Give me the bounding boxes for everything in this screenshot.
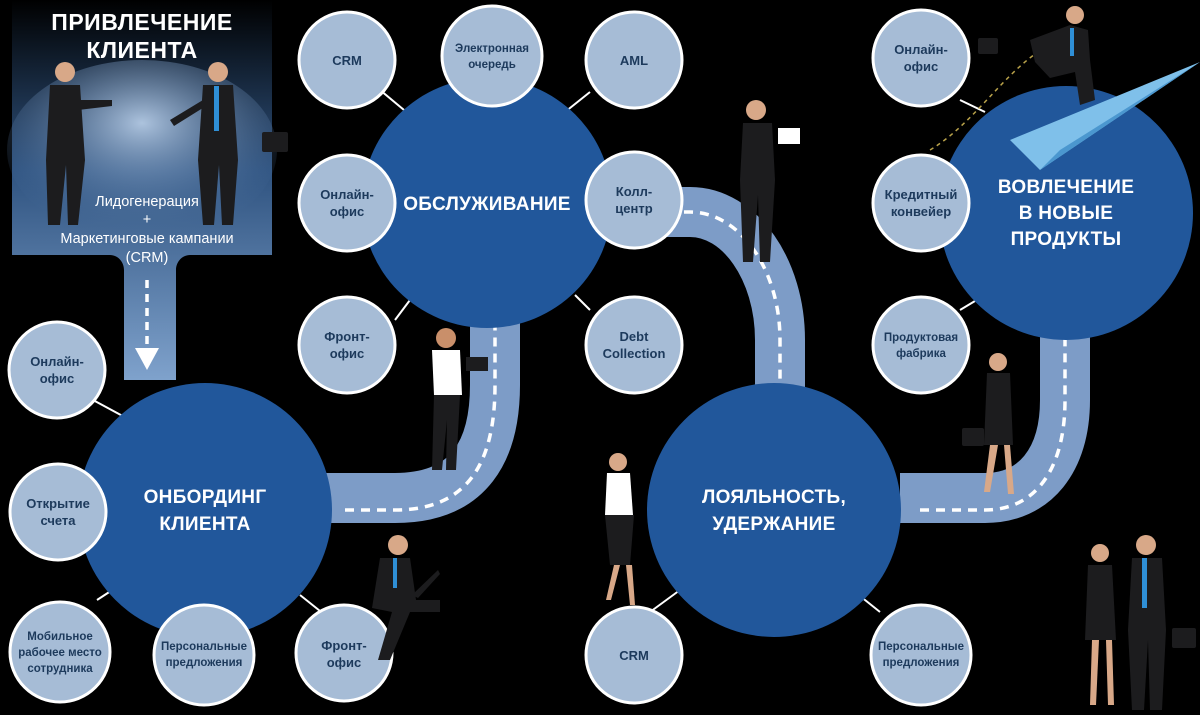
briefcase-icon [1172, 628, 1196, 648]
node-label: офис [327, 655, 362, 670]
node-label: Онлайн- [320, 187, 374, 202]
node-label: предложения [166, 657, 243, 669]
service-label-line1: ОБСЛУЖИВАНИЕ [403, 194, 571, 215]
node-engagement-credit-pipeline: Кредитный конвейер [871, 153, 971, 253]
node-label: Продуктовая [884, 332, 958, 344]
node-onboarding-mobile-workplace: Мобильное рабочее место сотрудника [8, 600, 112, 704]
node-service-crm: CRM [297, 10, 397, 110]
onboarding-label-line2: КЛИЕНТА [159, 514, 250, 535]
loyalty-label-line1: ЛОЯЛЬНОСТЬ, [702, 487, 846, 508]
node-service-debt-collection: Debt Collection [584, 295, 684, 395]
engagement-label-line3: ПРОДУКТЫ [1011, 229, 1122, 250]
loyalty-label-line2: УДЕРЖАНИЕ [712, 514, 835, 535]
node-label: счета [40, 513, 76, 528]
node-label: фабрика [896, 348, 946, 360]
node-loyalty-personal-offers: Персональные предложения [869, 603, 973, 707]
figure-woman-center [605, 453, 635, 605]
node-label: Мобильное [27, 631, 93, 643]
figure-handshake-left [46, 62, 112, 225]
node-label: офис [40, 371, 75, 386]
node-onboarding-account-opening: Открытие счета [8, 462, 108, 562]
node-label: Онлайн- [30, 354, 84, 369]
node-engagement-product-factory: Продуктовая фабрика [871, 295, 971, 395]
engagement-label-line1: ВОВЛЕЧЕНИЕ [998, 177, 1134, 198]
acquisition-text-line3: Маркетинговые кампании [60, 231, 233, 247]
briefcase-icon [262, 132, 288, 152]
node-label: офис [904, 59, 939, 74]
stage-service: ОБСЛУЖИВАНИЕ [362, 78, 612, 328]
node-label: Фронт- [321, 638, 367, 653]
figure-woman-briefcase [962, 353, 1014, 494]
laptop-icon [466, 357, 488, 371]
node-label: конвейер [891, 204, 951, 219]
briefcase-icon [962, 428, 984, 446]
figure-paper-plane-man [929, 6, 1200, 170]
node-label: предложения [883, 657, 960, 669]
paper-plane-icon [1010, 62, 1200, 170]
node-label: Онлайн- [894, 42, 948, 57]
onboarding-label-line1: ОНБОРДИНГ [144, 487, 267, 508]
node-label: Электронная [455, 43, 529, 55]
node-label: Открытие [26, 496, 90, 511]
node-label: офис [330, 204, 365, 219]
node-service-aml: AML [584, 10, 684, 110]
acquisition-text-line1: Лидогенерация [95, 194, 199, 210]
briefcase-icon [978, 38, 998, 54]
node-onboarding-front-office: Фронт- офис [294, 603, 394, 703]
node-label: Debt [620, 329, 650, 344]
figure-sitting-man [372, 535, 440, 660]
figure-handshake-right [170, 62, 288, 225]
node-onboarding-online-office: Онлайн- офис [7, 320, 107, 420]
node-label: CRM [619, 648, 649, 663]
node-onboarding-personal-offers: Персональные предложения [152, 603, 256, 707]
engagement-label-line2: В НОВЫЕ [1019, 203, 1114, 224]
node-engagement-online-office: Онлайн- офис [871, 8, 971, 108]
node-label: рабочее место [18, 647, 102, 659]
stage-loyalty: ЛОЯЛЬНОСТЬ, УДЕРЖАНИЕ [647, 383, 901, 637]
node-label: CRM [332, 53, 362, 68]
node-label: центр [615, 201, 652, 216]
stage-onboarding: ОНБОРДИНГ КЛИЕНТА [78, 383, 332, 637]
acquisition-text-line4: (CRM) [126, 250, 169, 266]
node-label: Кредитный [885, 187, 958, 202]
node-label: AML [620, 53, 648, 68]
node-service-online-office: Онлайн- офис [297, 153, 397, 253]
stage-engagement: ВОВЛЕЧЕНИЕ В НОВЫЕ ПРОДУКТЫ [939, 86, 1193, 340]
acquisition-arrowhead [135, 348, 159, 370]
node-label: Фронт- [324, 329, 370, 344]
node-label: Персональные [878, 641, 964, 653]
acquisition-title-line2: КЛИЕНТА [86, 37, 197, 63]
node-label: сотрудника [27, 663, 93, 675]
node-service-call-center: Колл- центр [584, 150, 684, 250]
node-label: офис [330, 346, 365, 361]
node-label: Колл- [616, 184, 652, 199]
figure-pair-bottom-right [1085, 535, 1196, 710]
node-loyalty-crm: CRM [584, 605, 684, 705]
node-service-e-queue: Электронная очередь [440, 4, 544, 108]
figure-laptop-man [432, 328, 488, 470]
node-service-front-office: Фронт- офис [297, 295, 397, 395]
node-label: Collection [603, 346, 666, 361]
acquisition-text-line2: + [143, 212, 151, 228]
figure-reading-man [740, 100, 800, 262]
node-label: очередь [468, 59, 516, 71]
node-label: Персональные [161, 641, 247, 653]
acquisition-title-line1: ПРИВЛЕЧЕНИЕ [51, 9, 232, 35]
